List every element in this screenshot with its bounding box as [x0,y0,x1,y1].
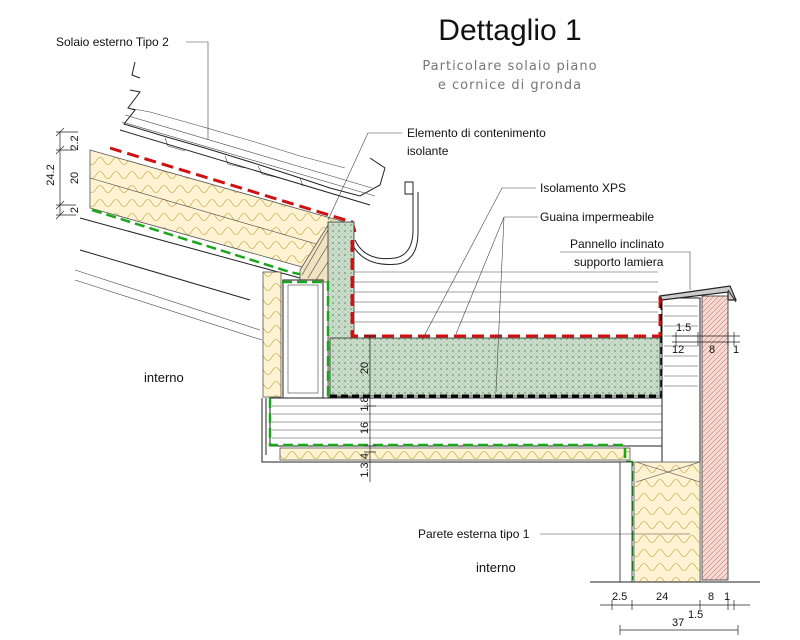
dim-wall-c: 8 [708,591,714,603]
pitched-roof-package [74,61,414,331]
slab-dimension-chain: 20 1.8 16 1.3 4 [359,335,376,482]
label-interno-left: interno [144,370,184,385]
roof-dimension-chain: 24.2 20 2.2 2 [45,127,81,220]
dim-wall-b: 24 [656,591,668,603]
wall-dimension-chain: 2.5 24 8 1 1.5 37 [600,591,750,635]
dim-roof-total: 24.2 [45,164,57,185]
label-pannello-line2: supporto lamiera [574,255,664,269]
label-interno-bottom: interno [476,560,516,575]
flat-roof-slab [261,271,701,463]
dim-slab-c: 1.3 [359,462,371,477]
drawing-subtitle-line2: e cornice di gronda [438,78,582,93]
dim-parapet-c: 8 [709,344,715,356]
slab-membrane-green [268,398,634,580]
roof-tiles [119,61,414,206]
dim-wall-d: 1 [724,591,730,603]
dim-roof-bottom: 2 [69,207,81,213]
lower-wall [590,461,760,583]
label-isolamento-xps: Isolamento XPS [540,181,626,195]
drawing-subtitle-line1: Particolare solaio piano [422,59,597,74]
dim-slab-b: 16 [359,422,371,434]
parapet-dimension-chain: 1.5 12 8 1 [672,322,740,356]
gutter [349,192,419,265]
upper-wall-membrane-green [282,280,330,398]
label-pannello-line1: Pannello inclinato [570,237,664,251]
dim-slab-a: 1.8 [359,396,371,411]
dim-wall-e: 1.5 [688,609,703,621]
dim-wall-a: 2.5 [612,591,627,603]
dim-wall-total: 37 [672,617,684,629]
roof-insulation [89,149,346,273]
label-solaio-esterno: Solaio esterno Tipo 2 [56,35,169,49]
label-elemento-line2: isolante [407,144,449,158]
dim-roof-insulation: 20 [69,172,81,184]
label-parete: Parete esterna tipo 1 [418,527,530,541]
leader-lines [74,41,691,535]
dim-roof-top: 2.2 [69,135,81,150]
dim-parapet-b: 12 [672,344,684,356]
sloped-panel-cap [659,285,737,301]
dim-slab-d: 4 [359,453,371,459]
drawing-title: Dettaglio 1 [438,14,581,47]
label-guaina: Guaina impermeabile [540,210,654,224]
dim-parapet-a: 1.5 [676,322,691,334]
dim-slab-xps: 20 [359,362,371,374]
dim-parapet-d: 1 [733,344,739,356]
label-elemento-line1: Elemento di contenimento [407,126,546,140]
